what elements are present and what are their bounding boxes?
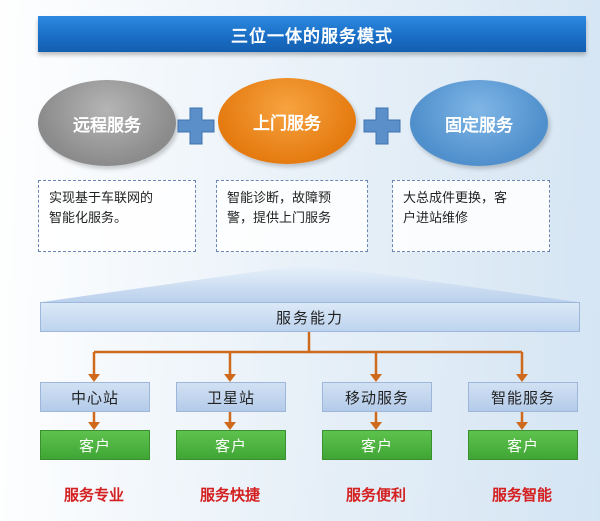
description-line: 实现基于车联网的 [49,191,154,206]
capability-bar: 服务能力 [40,302,580,332]
station-center: 中心站 [40,382,150,412]
description-line: 智能化服务。 [49,211,128,226]
service-onsite-label: 上门服务 [253,113,321,134]
feature-smart: 服务智能 [491,486,552,504]
customer-box: 客户 [468,430,578,460]
feature-fast: 服务快捷 [199,486,260,504]
description-fixed: 大总成件更换，客 户进站维修 [392,180,550,252]
description-onsite: 智能诊断，故障预 警，提供上门服务 [216,180,368,252]
service-remote: 远程服务 [38,80,176,166]
service-fixed-label: 固定服务 [445,115,513,136]
description-line: 智能诊断，故障预 [227,191,332,206]
customer-box: 客户 [176,430,286,460]
customer-box: 客户 [40,430,150,460]
description-remote: 实现基于车联网的 智能化服务。 [38,180,196,252]
page-title: 三位一体的服务模式 [38,16,586,52]
service-onsite: 上门服务 [218,78,356,164]
description-line: 大总成件更换，客 [403,191,508,206]
feature-convenient: 服务便利 [345,486,406,504]
description-line: 警，提供上门服务 [227,211,332,226]
plus-icon [177,107,215,145]
service-remote-label: 远程服务 [73,115,141,136]
customer-box: 客户 [322,430,432,460]
feature-professional: 服务专业 [63,486,124,504]
station-satellite: 卫星站 [176,382,286,412]
triangle-shape [42,264,578,302]
station-mobile: 移动服务 [322,382,432,412]
plus-icon [363,107,401,145]
description-line: 户进站维修 [403,211,469,226]
station-smart: 智能服务 [468,382,578,412]
service-fixed: 固定服务 [410,80,548,166]
